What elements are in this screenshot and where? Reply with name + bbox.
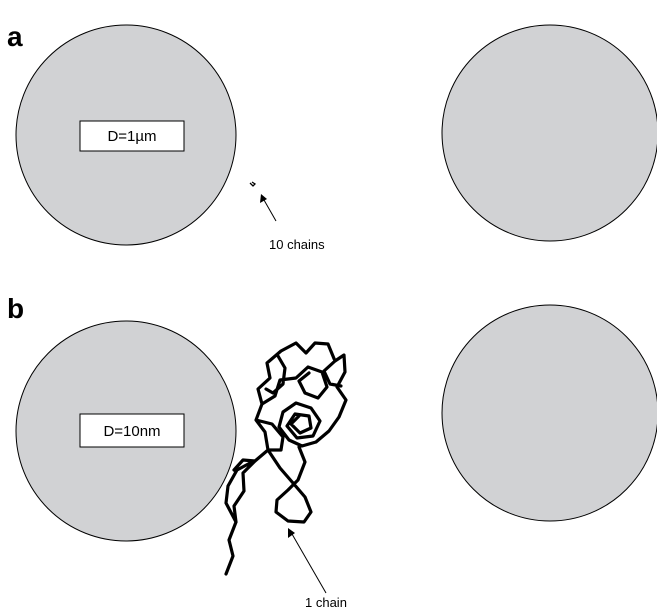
panel-b-particle-label: D=10nm [103, 423, 160, 440]
panel-b-arrow [291, 533, 327, 594]
panel-a-right-particle [441, 24, 657, 242]
panel-b-polymer-chain [224, 341, 348, 576]
panel-a: a D=1µm 10 chains [7, 21, 657, 252]
panel-b: b D=10nm 1 chain [7, 293, 657, 610]
panel-b-label-box [79, 413, 185, 448]
panel-a-arrow [263, 199, 277, 222]
panel-b-right-particle [441, 304, 657, 522]
panel-b-letter: b [7, 293, 24, 324]
panel-a-label-box [79, 120, 185, 152]
panel-a-letter: a [7, 21, 23, 52]
panel-b-arrowhead [288, 528, 295, 538]
panel-a-caption: 10 chains [269, 237, 325, 252]
panel-a-particle-label: D=1µm [107, 128, 156, 145]
panel-a-arrowhead [260, 194, 267, 203]
panel-b-caption: 1 chain [305, 595, 347, 610]
panel-a-chains [249, 181, 257, 187]
